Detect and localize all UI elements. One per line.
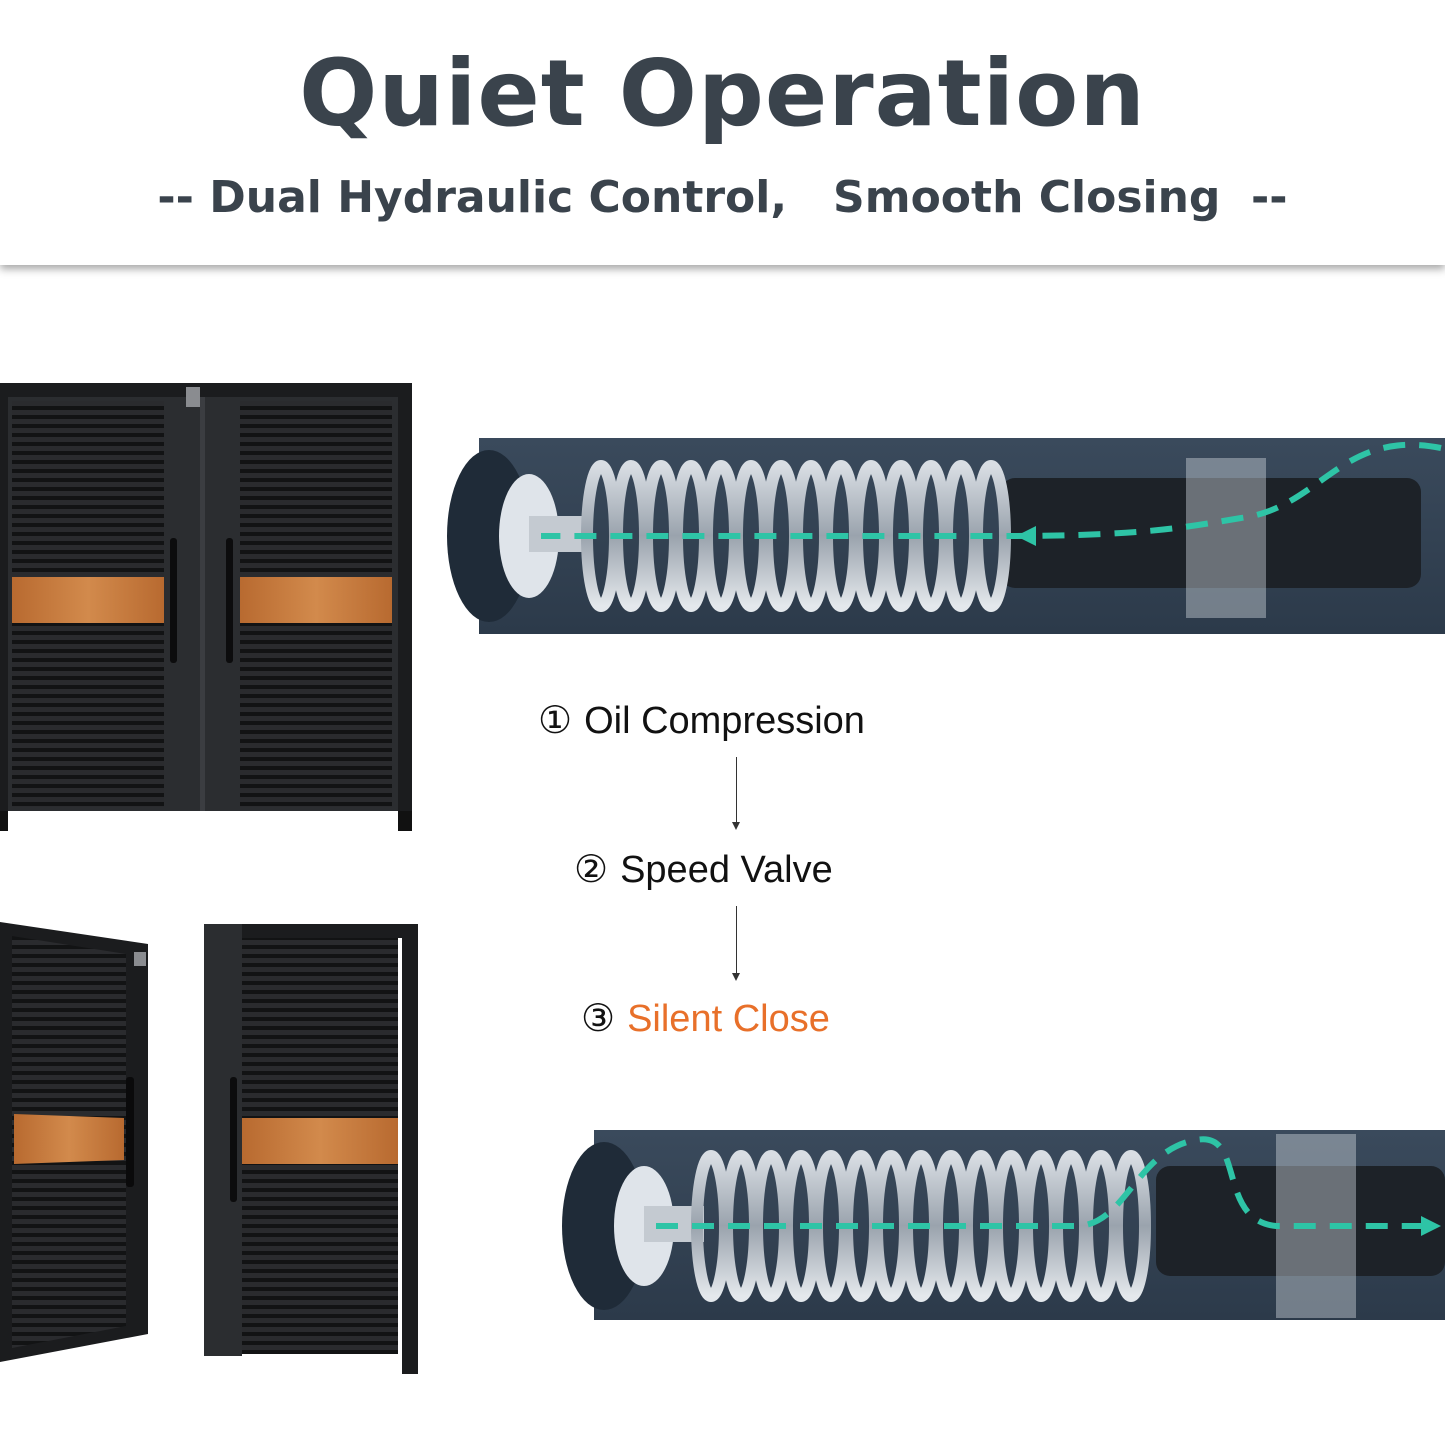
step-number: ① <box>538 700 573 742</box>
step-oil-compression: ① Oil Compression <box>538 698 865 743</box>
cabinet-open-icon <box>0 922 418 1374</box>
step-number: ③ <box>581 998 616 1040</box>
arrow-down-icon <box>732 973 740 981</box>
step-label: Silent Close <box>627 998 830 1040</box>
cabinet-closed-icon <box>0 383 412 831</box>
flow-arrow <box>736 906 737 974</box>
page-subtitle: -- Dual Hydraulic Control, Smooth Closin… <box>157 172 1288 223</box>
page-title: Quiet Operation <box>299 40 1146 147</box>
header-banner: Quiet Operation -- Dual Hydraulic Contro… <box>0 0 1445 265</box>
hydraulic-hinge-icon <box>562 1130 1445 1320</box>
step-label: Oil Compression <box>584 700 865 742</box>
hydraulic-hinge-icon <box>447 438 1445 634</box>
step-label: Speed Valve <box>620 849 833 891</box>
step-silent-close: ③ Silent Close <box>581 996 830 1041</box>
flow-arrow <box>736 757 737 823</box>
step-speed-valve: ② Speed Valve <box>574 847 833 892</box>
arrow-down-icon <box>732 822 740 830</box>
step-number: ② <box>574 849 609 891</box>
